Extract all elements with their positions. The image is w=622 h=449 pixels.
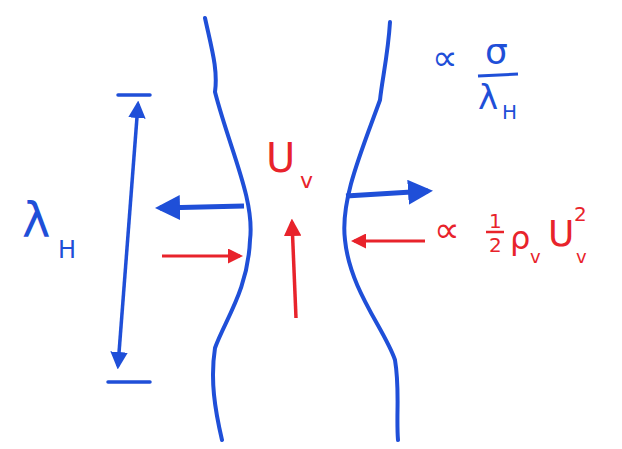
superscript: 2 — [574, 204, 587, 224]
proportional-sign: ∝ — [434, 212, 460, 248]
velocity-symbol: U — [266, 138, 295, 178]
subscript: v — [530, 248, 541, 266]
subscript: v — [576, 248, 587, 266]
force-arrow — [346, 191, 428, 196]
wavelength-symbol: λ — [478, 80, 498, 114]
subscript: v — [300, 170, 313, 192]
fraction-number: 1 — [489, 211, 502, 231]
tick-line — [108, 380, 150, 384]
wavelength-symbol: λ — [22, 196, 50, 244]
pressure-arrow — [162, 255, 240, 258]
dimension-arrow — [118, 104, 138, 366]
velocity-symbol: U — [548, 216, 574, 252]
fraction-bar — [486, 231, 504, 234]
right-interface — [344, 22, 398, 440]
proportional-sign: ∝ — [432, 40, 458, 76]
sigma-symbol: σ — [485, 34, 508, 70]
force-arrow — [160, 206, 244, 208]
velocity-arrow — [292, 222, 296, 318]
subscript: H — [502, 102, 517, 122]
pressure-arrow — [354, 240, 425, 243]
left-interface — [205, 18, 251, 440]
subscript: H — [58, 238, 76, 262]
tick-line — [118, 93, 150, 97]
fraction-number: 2 — [489, 235, 502, 255]
density-symbol: ρ — [510, 222, 530, 254]
fraction-bar — [478, 74, 518, 76]
